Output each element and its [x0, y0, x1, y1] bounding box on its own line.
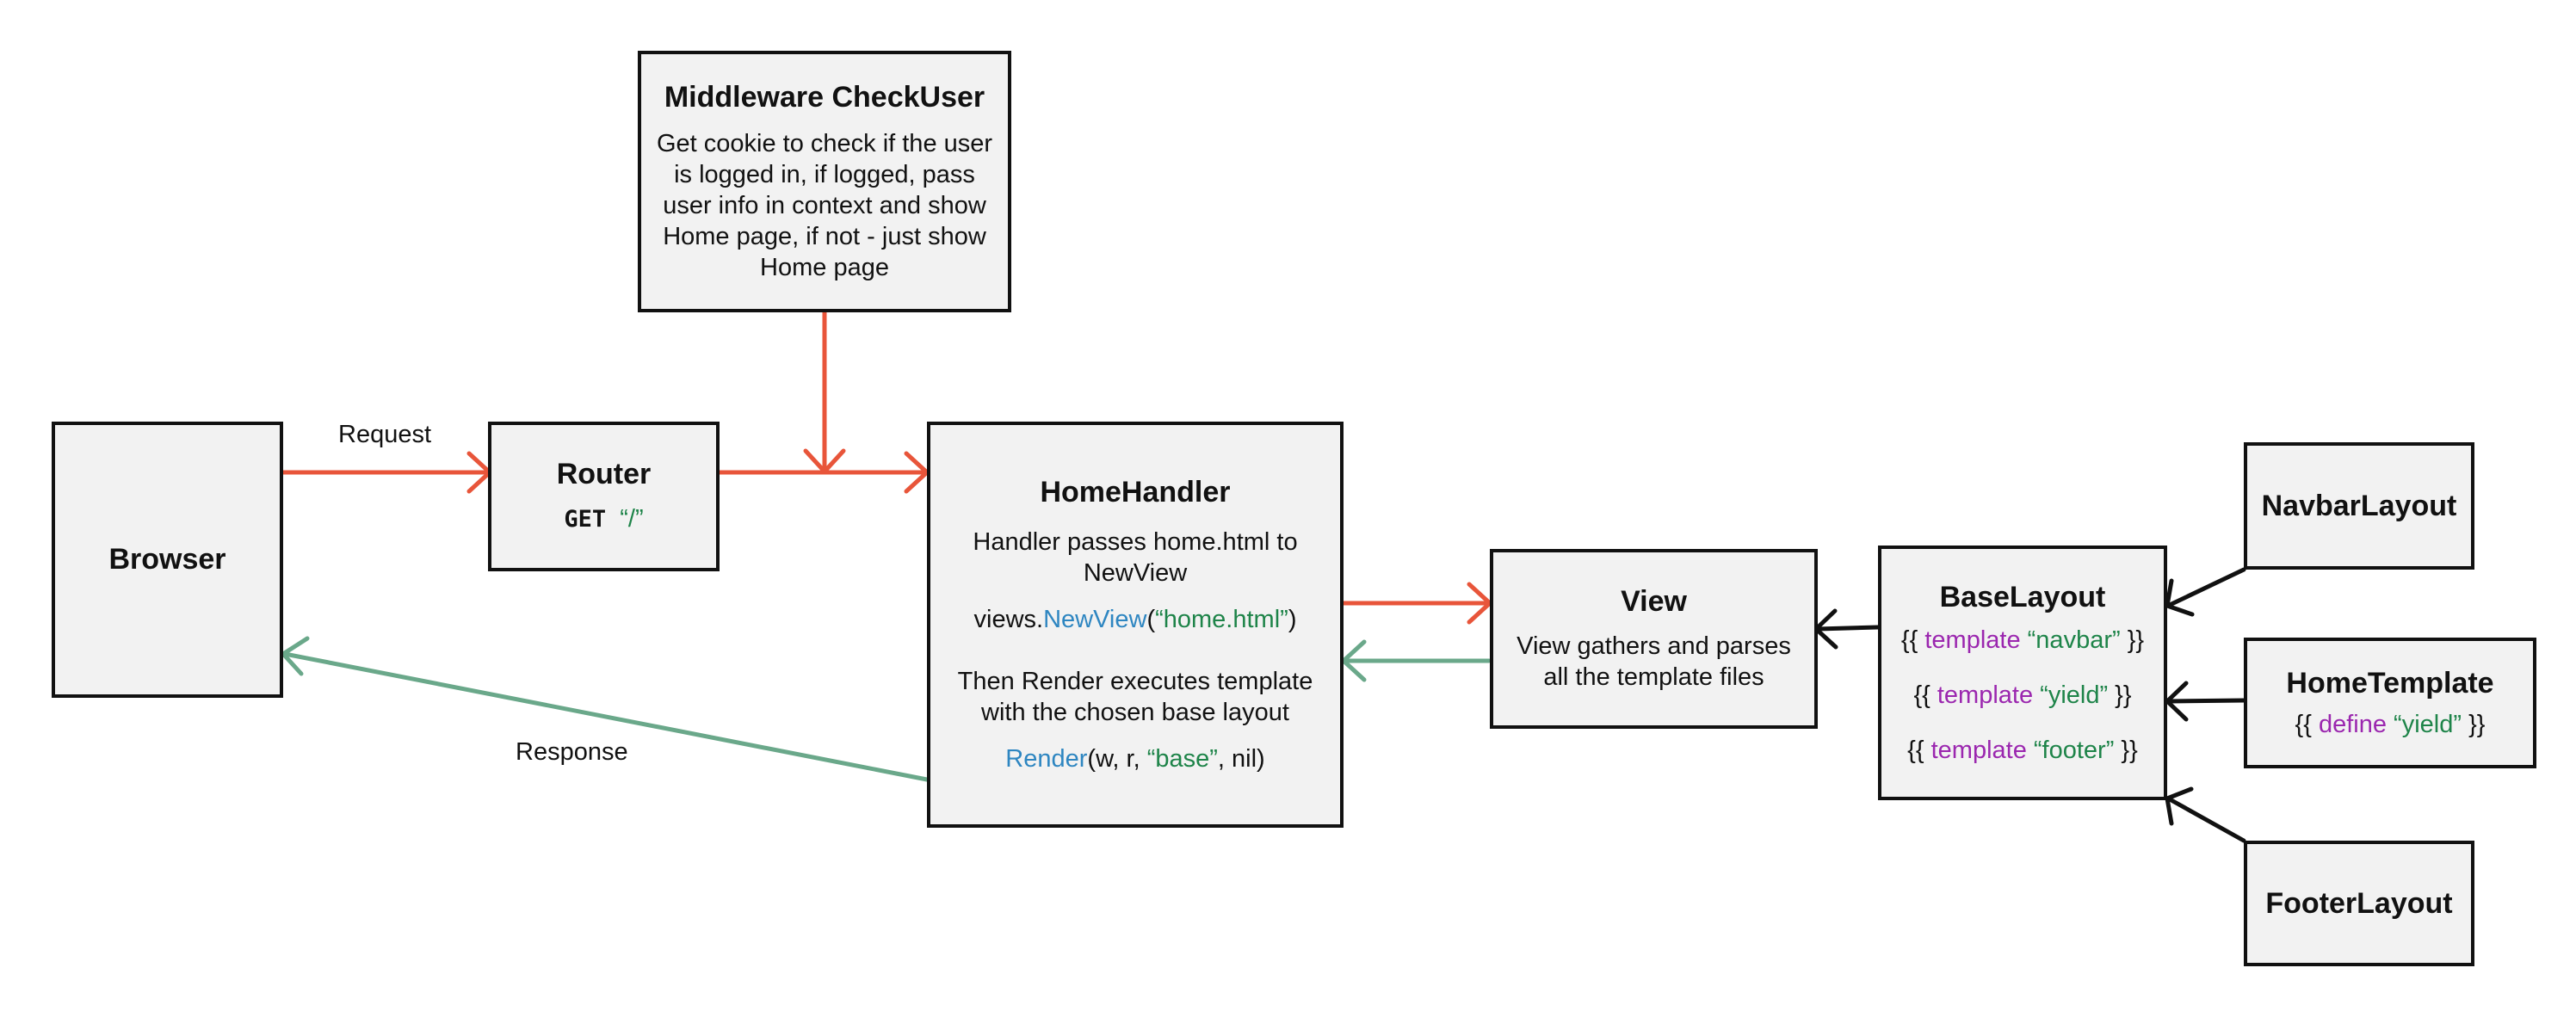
homehandler-text1: Handler passes home.html to NewView [973, 527, 1298, 587]
router-node: Router GET “/” [488, 422, 720, 571]
middleware-description: Get cookie to check if the user is logge… [656, 129, 993, 281]
homehandler-node: HomeHandler Handler passes home.html to … [927, 422, 1344, 828]
hometemplate-title: HomeTemplate [2286, 666, 2494, 700]
request-label: Request [338, 421, 432, 448]
homehandler-newview-call: views.NewView(“home.html”) [973, 605, 1297, 633]
router-route: GET “/” [564, 503, 643, 535]
view-to-handler-arrow [1341, 639, 1492, 682]
render-function: Render [1005, 744, 1088, 773]
browser-title: Browser [108, 543, 226, 576]
response-arrow [281, 636, 930, 782]
baselayout-footer-line: {{ template “footer” }} [1907, 736, 2138, 764]
view-node: View View gathers and parses all the tem… [1490, 549, 1818, 729]
hometemplate-node: HomeTemplate {{ define “yield” }} [2244, 638, 2536, 768]
baselayout-node: BaseLayout {{ template “navbar” }} {{ te… [1878, 546, 2167, 800]
baselayout-navbar-line: {{ template “navbar” }} [1900, 626, 2145, 654]
newview-argument: “home.html” [1155, 605, 1288, 633]
homehandler-title: HomeHandler [1040, 475, 1231, 509]
navbarlayout-node: NavbarLayout [2244, 442, 2474, 570]
router-title: Router [556, 458, 652, 490]
render-argument: “base” [1146, 744, 1218, 773]
request-arrow [281, 451, 492, 494]
footerlayout-node: FooterLayout [2244, 841, 2474, 966]
router-path: “/” [620, 505, 644, 533]
navbar-to-baselayout-arrow [2165, 567, 2246, 617]
middleware-title: Middleware CheckUser [664, 80, 985, 114]
view-description: View gathers and parses all the template… [1517, 632, 1791, 691]
hometemplate-to-baselayout-arrow [2165, 681, 2246, 722]
middleware-to-handler-arrow [803, 310, 846, 474]
browser-node: Browser [52, 422, 283, 698]
baselayout-yield-line: {{ template “yield” }} [1913, 681, 2132, 709]
router-method: GET [564, 506, 607, 533]
handler-to-view-arrow [1341, 582, 1492, 625]
hometemplate-define-line: {{ define “yield” }} [2295, 710, 2486, 738]
navbarlayout-title: NavbarLayout [2261, 489, 2457, 522]
response-label: Response [516, 738, 628, 766]
baselayout-title: BaseLayout [1939, 580, 2106, 613]
view-title: View [1621, 585, 1687, 618]
homehandler-render-call: Render(w, r, “base”, nil) [1005, 744, 1265, 773]
middleware-checkuser-node: Middleware CheckUser Get cookie to check… [638, 51, 1011, 312]
baselayout-to-view-arrow [1813, 608, 1881, 650]
homehandler-text2: Then Render executes template with the c… [957, 667, 1313, 726]
footer-to-baselayout-arrow [2165, 786, 2246, 843]
newview-function: NewView [1043, 605, 1147, 633]
footerlayout-title: FooterLayout [2265, 886, 2453, 920]
